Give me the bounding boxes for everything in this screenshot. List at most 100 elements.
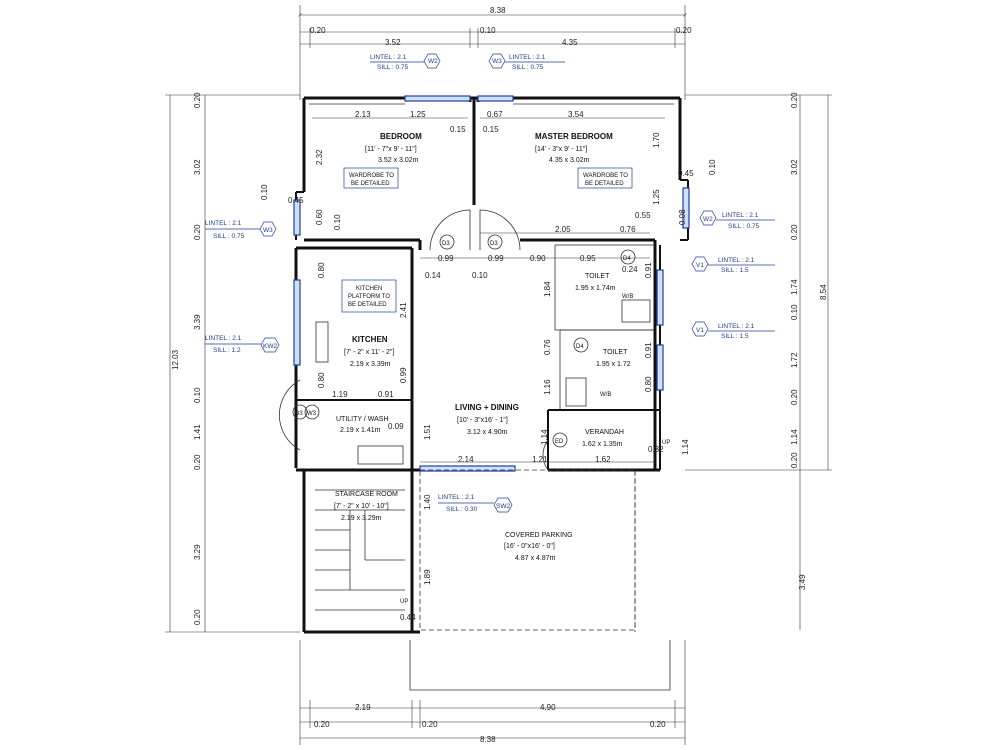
staircase-name: STAIRCASE ROOM <box>335 491 398 498</box>
left-dim: 3.29 <box>193 544 202 560</box>
right-dimensions: 8.54 3.49 0.20 3.02 0.20 1.74 0.10 1.72 … <box>685 92 832 630</box>
tag-w3-top-sill: SILL : 0.75 <box>512 64 544 71</box>
right-dim: 3.02 <box>790 159 799 175</box>
dim-left-045: 0.45 <box>288 196 304 205</box>
bottom-right-span: 4.90 <box>540 703 556 712</box>
bedroom-name: BEDROOM <box>380 132 422 141</box>
room-bedroom: BEDROOM [11' - 7"x 9' - 11"] 3.52 x 3.02… <box>349 132 422 187</box>
kitchen-imperial: [7' - 2" x 11' - 2"] <box>344 349 394 356</box>
right-dim: 0.20 <box>790 224 799 240</box>
dim-k241: 2.41 <box>399 302 408 318</box>
dim-d010: 0.10 <box>472 271 488 280</box>
dim-pier2: 0.15 <box>483 125 499 134</box>
toilet2-name: TOILET <box>603 349 628 356</box>
tag-kw2: KW2 LINTEL : 2.1 SILL : 1.2 <box>205 335 280 354</box>
tag-w3-left-sill: SILL : 0.75 <box>213 233 245 240</box>
dim-hall-205: 2.05 <box>555 225 571 234</box>
living-imperial: [10' - 3"x16' - 1"] <box>457 417 508 424</box>
dim-ver032: 0.32 <box>648 445 664 454</box>
room-living: LIVING + DINING [10' - 3"x16' - 1"] 3.12… <box>455 403 519 436</box>
dim-liv151: 1.51 <box>423 424 432 440</box>
door-ed: ED <box>555 439 564 445</box>
tag-sw2: SW2 LINTEL : 2.1 SILL : 0.30 <box>438 494 513 513</box>
master-name: MASTER BEDROOM <box>535 132 613 141</box>
dim-liv214: 2.14 <box>458 455 474 464</box>
tag-sw2-sill: SILL : 0.30 <box>446 506 478 513</box>
master-wardrobe-note-box <box>577 167 633 189</box>
dim-hall-076: 0.76 <box>620 225 636 234</box>
dim-w2-gap: 1.25 <box>410 110 426 119</box>
room-parking: COVERED PARKING [16' - 0"x16' - 0"] 4.87… <box>504 532 573 562</box>
wb-sink-2 <box>565 377 587 407</box>
dim-s140: 1.40 <box>423 494 432 510</box>
kitchen-note-line3: BE DETAILED <box>348 302 387 308</box>
tag-w3-left: W3 LINTEL : 2.1 SILL : 0.75 <box>205 220 277 240</box>
kitchen-note-line2: PLATFORM TO <box>348 294 390 300</box>
left-dim: 0.10 <box>193 387 202 403</box>
up-label-2: UP <box>400 599 408 605</box>
up-label-1: UP <box>662 440 670 446</box>
bottom-dimensions: 2.19 4.90 0.20 0.20 0.20 8.38 <box>299 640 686 745</box>
tag-kw2-sill: SILL : 1.2 <box>213 347 241 354</box>
room-toilet-2: TOILET 1.95 x 1.72 W/B <box>596 349 631 398</box>
bedroom-note-line1: WARDROBE TO <box>349 173 394 179</box>
window-w2-right <box>682 187 690 229</box>
tag-v1b-sill: SILL : 1.5 <box>721 333 749 340</box>
dim-t091: 0.91 <box>644 262 653 278</box>
right-dim: 0.20 <box>790 452 799 468</box>
bottom-left-span: 2.19 <box>355 703 371 712</box>
tag-w2-right: W2 LINTEL : 2.1 SILL : 0.75 <box>699 210 775 230</box>
right-dim: 0.20 <box>790 92 799 108</box>
overall-height-left: 12.03 <box>171 349 180 370</box>
tag-v1a: V1 LINTEL : 2.1 SILL : 1.5 <box>691 256 775 274</box>
tag-v1a-code: V1 <box>696 262 704 269</box>
tag-v1a-sill: SILL : 1.5 <box>721 267 749 274</box>
inner-dimensions: 2.13 1.25 0.15 0.15 0.67 3.54 2.32 1.70 … <box>260 110 717 622</box>
room-master-bedroom: MASTER BEDROOM [14' - 3"x 9' - 11"] 4.35… <box>535 132 628 187</box>
room-kitchen: KITCHEN [7' - 2" x 11' - 2"] 2.19 x 3.39… <box>344 286 394 368</box>
bottom-edge-left: 0.20 <box>314 720 330 729</box>
kitchen-note-line1: KITCHEN <box>356 286 382 292</box>
dim-d024: 0.24 <box>622 265 638 274</box>
door-d4a: D4 <box>623 256 631 262</box>
parking-metric: 4.87 x 4.87m <box>515 555 556 562</box>
parking-imperial: [16' - 0"x16' - 0"] <box>504 543 555 550</box>
dim-liv116: 1.16 <box>543 379 552 395</box>
master-metric: 4.35 x 3.02m <box>549 157 590 164</box>
master-imperial: [14' - 3"x 9' - 11"] <box>535 146 587 153</box>
window-kw2 <box>293 279 301 366</box>
tag-w3-top: W3 LINTEL : 2.1 SILL : 0.75 <box>488 53 565 71</box>
left-dim: 3.02 <box>193 159 202 175</box>
bottom-edge-right: 0.20 <box>650 720 666 729</box>
kitchen-sink <box>315 321 329 363</box>
room-utility: UTILITY / WASH 2.19 x 1.41m <box>336 416 389 434</box>
tag-w3-left-lintel: LINTEL : 2.1 <box>205 220 242 227</box>
top-right-span: 4.35 <box>562 38 578 47</box>
tag-w2-top-sill: SILL : 0.75 <box>377 64 409 71</box>
kitchen-metric: 2.19 x 3.39m <box>350 361 391 368</box>
dim-right-045: 0.45 <box>678 169 694 178</box>
parking-outline <box>419 469 636 631</box>
toilet1-metric: 1.95 x 1.74m <box>575 285 616 292</box>
dim-s189: 1.89 <box>423 569 432 585</box>
toilet1-name: TOILET <box>585 273 610 280</box>
left-dim: 3.39 <box>193 314 202 330</box>
tag-v1b: V1 LINTEL : 2.1 SILL : 1.5 <box>691 321 775 340</box>
master-note-line1: WARDROBE TO <box>583 173 628 179</box>
living-name: LIVING + DINING <box>455 403 519 412</box>
tag-w3-left-code: W3 <box>263 227 273 234</box>
tag-w2-top-lintel: LINTEL : 2.1 <box>370 54 407 61</box>
dim-ver162: 1.62 <box>595 455 611 464</box>
dim-mw-gap: 0.67 <box>487 110 503 119</box>
dim-master-008: 0.08 <box>678 209 687 225</box>
dim-t091b: 0.91 <box>644 342 653 358</box>
dim-k099: 0.99 <box>399 367 408 383</box>
staircase-steps <box>315 489 405 611</box>
top-left-span: 3.52 <box>385 38 401 47</box>
dim-t080: 0.80 <box>644 376 653 392</box>
living-metric: 3.12 x 4.90m <box>467 429 508 436</box>
dim-u009: 0.09 <box>388 422 404 431</box>
door-d3b: D3 <box>490 241 498 247</box>
door-labels: D3 D3 D4 D4 D3 W3 ED UP UP <box>292 234 670 605</box>
dim-k091: 0.91 <box>378 390 394 399</box>
